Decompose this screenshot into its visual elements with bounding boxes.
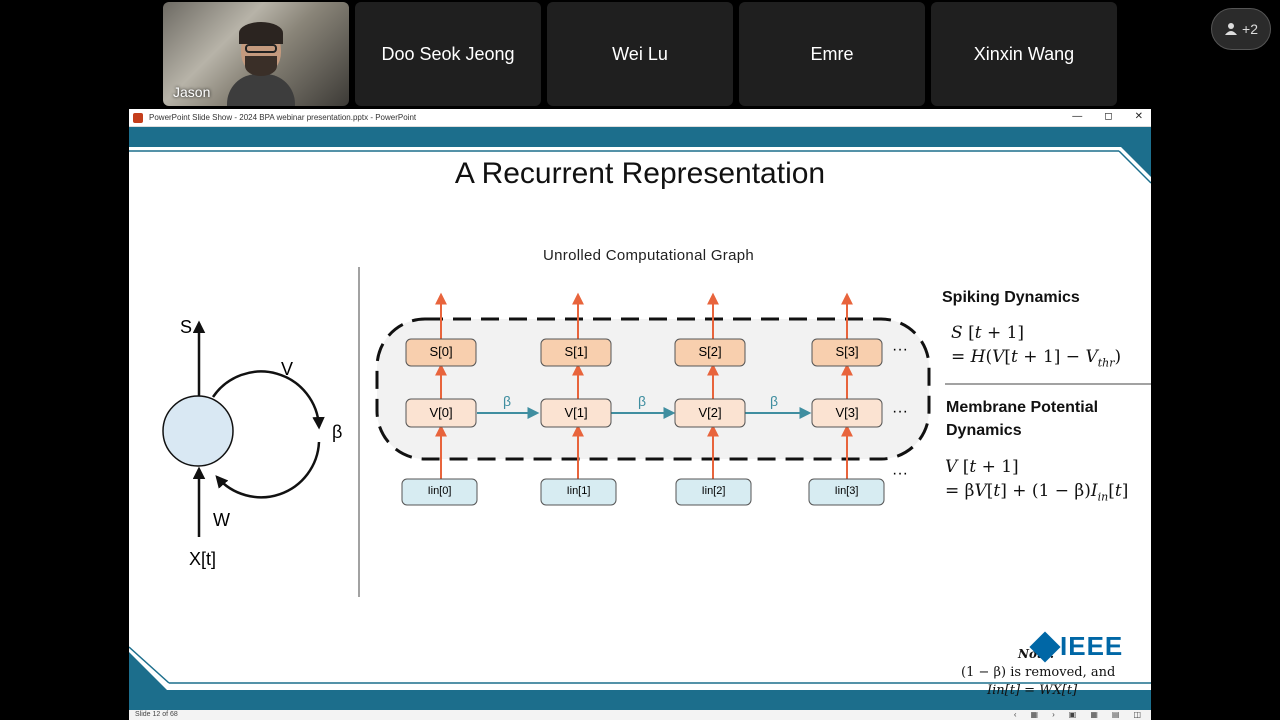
membrane-node: V[0] [429, 405, 453, 420]
input-node: Iin[3] [834, 485, 859, 497]
membrane-equation: V [t + 1] = βV[t] + (1 − β)Iin[t] [945, 457, 1129, 504]
participant-video-jason[interactable]: Jason [163, 2, 349, 106]
window-title: PowerPoint Slide Show - 2024 BPA webinar… [149, 113, 417, 122]
input-node: Iin[0] [427, 485, 452, 497]
slide-sorter-icon[interactable]: ▦ [1030, 710, 1039, 719]
ieee-logo-text: IEEE [1060, 631, 1124, 661]
spike-node: S[0] [429, 344, 453, 359]
slide-counter: Slide 12 of 68 [135, 711, 178, 718]
close-icon[interactable]: ✕ [1134, 111, 1143, 122]
normal-view-icon[interactable]: ▣ [1068, 710, 1077, 719]
spike-label: S [180, 317, 193, 337]
membrane-label: V [281, 359, 294, 379]
weight-label: W [213, 510, 230, 530]
slide-decoration [129, 127, 1151, 710]
beta-edge-label: β [503, 393, 512, 409]
minimize-icon[interactable]: — [1072, 111, 1083, 122]
membrane-heading-line: Membrane Potential [946, 399, 1099, 416]
beta-edge-label: β [770, 393, 779, 409]
membrane-node: V[3] [835, 405, 859, 420]
participant-name: Emre [810, 43, 854, 64]
slide-canvas: A Recurrent Representation Unrolled Comp… [129, 127, 1151, 710]
spike-node: S[3] [835, 344, 859, 359]
status-bar: Slide 12 of 68 ‹ ▦ › ▣ ▦ ▤ ◫ [129, 710, 1151, 720]
more-participants-button[interactable]: +2 [1211, 8, 1271, 50]
next-slide-icon[interactable]: › [1052, 710, 1055, 719]
participant-tile[interactable]: Xinxin Wang [931, 2, 1117, 106]
spike-node: S[1] [564, 344, 588, 359]
unrolled-graph [375, 292, 931, 506]
spike-node: S[2] [698, 344, 722, 359]
spiking-dynamics-heading: Spiking Dynamics [942, 289, 1080, 306]
participant-name: Doo Seok Jeong [381, 43, 515, 64]
membrane-node: V[1] [564, 405, 588, 420]
participant-tile[interactable]: Doo Seok Jeong [355, 2, 541, 106]
participant-name: Xinxin Wang [973, 43, 1075, 64]
participant-name: Wei Lu [612, 43, 668, 64]
person-icon [1225, 23, 1238, 35]
presenter-view-icon[interactable]: ◫ [1133, 710, 1141, 719]
previous-slide-icon[interactable]: ‹ [1013, 710, 1017, 719]
beta-edge-label: β [638, 393, 647, 409]
membrane-node: V[2] [698, 405, 722, 420]
powerpoint-icon [133, 112, 143, 123]
beta-label: β [332, 422, 343, 442]
powerpoint-window: PowerPoint Slide Show - 2024 BPA webinar… [129, 109, 1151, 720]
ieee-logo: IEEE [1029, 630, 1124, 663]
window-titlebar: PowerPoint Slide Show - 2024 BPA webinar… [129, 109, 1151, 127]
ellipsis: ··· [892, 341, 908, 358]
input-node: Iin[1] [566, 485, 591, 497]
recurrent-boundary [375, 317, 931, 461]
more-participants-count: +2 [1242, 21, 1258, 37]
input-label: X[t] [189, 549, 217, 569]
spiking-equation: S [t + 1] = H(V[t + 1] − Vthr) [951, 323, 1122, 370]
participant-tile[interactable]: Emre [739, 2, 925, 106]
participant-name: Jason [173, 84, 211, 100]
slide-title: A Recurrent Representation [454, 157, 826, 190]
graph-title: Unrolled Computational Graph [543, 247, 755, 264]
note-line: Iin[t] = WX[t] [987, 683, 1078, 698]
grid-view-icon[interactable]: ▦ [1090, 710, 1098, 719]
membrane-dynamics-heading: Membrane Potential Dynamics [946, 396, 1098, 442]
input-node: Iin[2] [701, 485, 726, 497]
ieee-diamond-icon [1029, 630, 1061, 663]
note-line: (1 − β) is removed, and [961, 665, 1116, 680]
ellipsis: ··· [892, 465, 908, 482]
participant-tile[interactable]: Wei Lu [547, 2, 733, 106]
membrane-heading-line: Dynamics [946, 422, 1022, 439]
maximize-icon[interactable]: ◻ [1104, 111, 1113, 122]
neuron-diagram [162, 320, 325, 537]
participant-video-feed [227, 20, 295, 106]
reading-view-icon[interactable]: ▤ [1111, 710, 1120, 719]
ellipsis: ··· [892, 403, 908, 420]
